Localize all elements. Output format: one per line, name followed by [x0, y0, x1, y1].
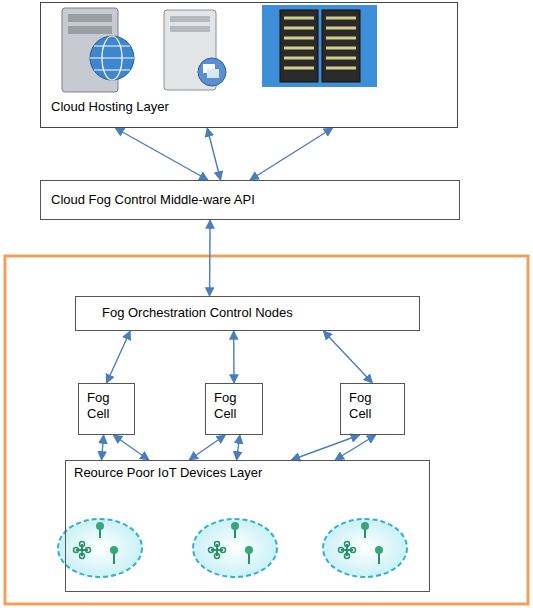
connector-arrow [250, 128, 333, 180]
connector-arrow [233, 331, 235, 383]
server-rack-icon [262, 5, 377, 87]
file-server-icon [164, 10, 226, 90]
box-label: Cloud Hosting Layer [51, 99, 169, 115]
iot-device-cluster [58, 519, 407, 577]
web-server-icon [62, 8, 134, 92]
cloud-layer-box: Cloud Hosting Layer [40, 2, 458, 128]
device-layer-box: Reource Poor IoT Devices Layer [65, 460, 430, 592]
box-label: Fog Orchestration Control Nodes [102, 305, 293, 321]
connector-arrow [237, 435, 240, 460]
box-label: Fog Cell [349, 390, 396, 423]
layer-label: Reource Poor IoT Devices Layer [72, 465, 264, 481]
box-label: Cloud Fog Control Middle-ware API [51, 192, 255, 208]
connector-arrow [209, 220, 211, 296]
orchestration-box: Fog Orchestration Control Nodes [75, 296, 420, 331]
connector-arrow [207, 128, 220, 180]
connector-arrow [113, 435, 149, 460]
fog-cell-box: Fog Cell [340, 383, 405, 435]
fog-region-frame [5, 256, 528, 604]
box-label: Fog Cell [87, 390, 126, 423]
connector-arrow [323, 331, 372, 383]
fog-cell-box: Fog Cell [205, 383, 263, 435]
connector-arrow [107, 331, 131, 383]
fog-cell-box: Fog Cell [78, 383, 135, 435]
box-label: Fog Cell [214, 390, 254, 423]
middleware-box: Cloud Fog Control Middle-ware API [40, 180, 460, 220]
connector-arrow [291, 435, 359, 460]
connector-arrow [102, 435, 104, 460]
connector-arrow [335, 435, 376, 460]
connector-arrow [189, 435, 225, 460]
connector-arrow [115, 128, 208, 180]
